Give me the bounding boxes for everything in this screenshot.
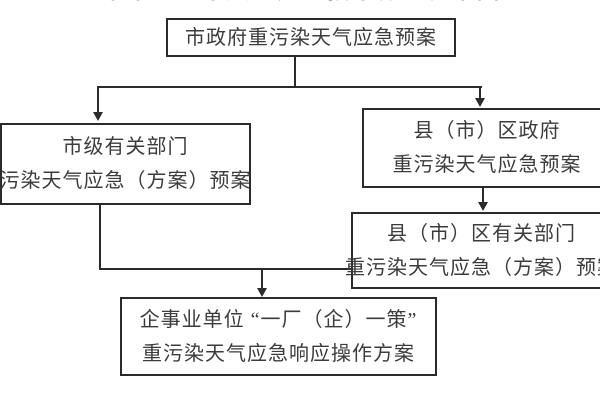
arrow-down-icon <box>475 98 485 107</box>
node-text: 市政府重污染天气应急预案 <box>185 26 437 49</box>
connector-to-county-dept <box>482 188 484 203</box>
node-enterprise-operation-plan: 企事业单位 “一厂（企）一策” 重污染天气应急响应操作方案 <box>120 297 437 376</box>
node-text: 重污染天气应急响应操作方案 <box>142 342 415 365</box>
connector-city-gov-stem <box>294 57 296 87</box>
connector-bottom-bus <box>99 268 352 270</box>
connector-city-dept-stem <box>99 205 101 270</box>
node-text: 重污染天气应急（方案）预案 <box>345 256 600 279</box>
node-text: 重污染天气应急预案 <box>392 154 582 176</box>
arrow-down-icon <box>93 112 103 121</box>
connector-top-bus <box>97 86 482 88</box>
node-text: 企事业单位 “一厂（企）一策” <box>139 308 418 331</box>
connector-to-city-dept <box>97 86 99 113</box>
node-city-departments-plan: 市级有关部门 污染天气应急（方案）预案 <box>0 123 251 205</box>
node-text: 县（市）区政府 <box>413 120 561 142</box>
clipped-page-title: 某市重污染天气应急预案体系框架图 <box>102 0 502 3</box>
node-county-departments-plan: 县（市）区有关部门 重污染天气应急（方案）预案 <box>345 212 600 289</box>
node-text: 县（市）区有关部门 <box>387 222 576 245</box>
connector-to-county-gov <box>479 86 481 99</box>
node-text: 污染天气应急（方案）预案 <box>0 170 252 192</box>
node-county-gov-plan: 县（市）区政府 重污染天气应急预案 <box>362 108 600 188</box>
node-text: 市级有关部门 <box>62 136 189 158</box>
connector-to-enterprise <box>261 268 263 289</box>
arrow-down-icon <box>257 288 267 297</box>
arrow-down-icon <box>478 202 488 211</box>
node-city-gov-plan: 市政府重污染天气应急预案 <box>166 18 456 57</box>
